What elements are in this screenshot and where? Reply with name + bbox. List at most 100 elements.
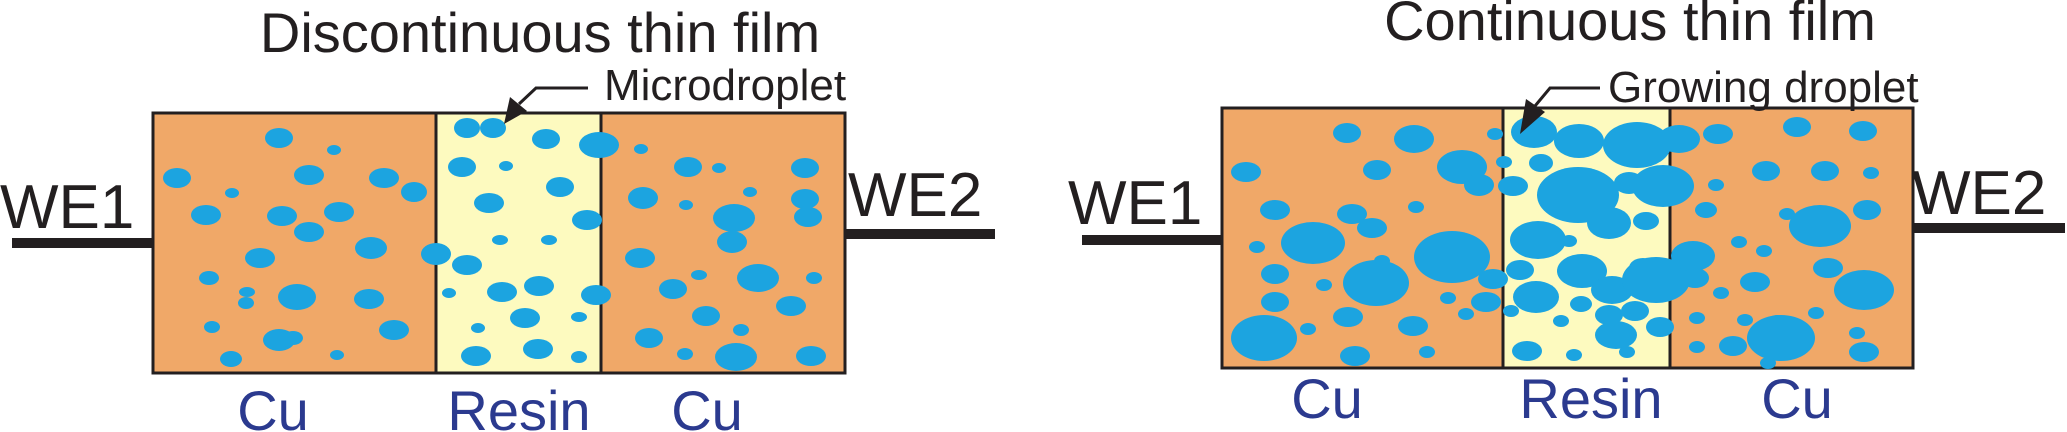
left-annotation-label: Microdroplet [604,61,846,110]
droplet [294,165,324,185]
droplet [674,157,702,177]
droplet [191,205,221,225]
droplet [1632,165,1694,207]
droplet [454,118,480,138]
droplet [733,324,749,336]
droplet [1740,272,1770,292]
droplet [1570,296,1592,312]
droplet [1498,176,1528,196]
droplet [579,132,619,158]
droplet [1300,323,1316,335]
droplet [1231,315,1297,361]
left-panel-title: Discontinuous thin film [260,1,820,64]
droplet [1316,279,1332,291]
droplet [1333,307,1363,327]
droplet [1260,200,1290,220]
droplet [379,320,409,340]
droplet [1811,161,1839,181]
droplet [1783,117,1811,137]
droplet [1703,124,1733,144]
right-panel: Continuous thin film WE1 WE2 Growing dro… [1068,0,2065,430]
droplet [572,210,602,230]
droplet [1713,287,1729,299]
right-we2-label: WE2 [1912,159,2046,228]
droplet [1756,245,1772,257]
droplet [743,187,757,197]
droplet [267,206,297,226]
droplet [634,144,648,154]
left-cu-left-label: Cu [237,379,309,432]
droplet [1553,315,1569,327]
right-droplets [1231,116,1894,369]
droplet [1343,260,1409,306]
droplet [796,346,826,366]
droplet [421,243,451,265]
droplet [1621,301,1649,321]
droplet [1779,208,1795,220]
droplet [1658,125,1700,153]
left-resin-block [434,111,603,375]
droplet [1561,235,1577,247]
droplet [1464,174,1494,196]
droplet [1853,200,1881,220]
left-droplets [163,118,826,371]
droplet [1337,204,1367,224]
droplet [1261,292,1289,312]
droplet [806,272,822,284]
droplet [1708,179,1724,191]
droplet [1737,314,1753,326]
left-annotation-arrowhead [504,97,527,124]
droplet [1249,241,1265,253]
right-annotation-label: Growing droplet [1608,63,1919,112]
droplet [354,289,384,309]
droplet [571,351,587,363]
droplet [791,158,819,178]
droplet [1471,292,1501,312]
droplet [1408,201,1424,213]
droplet [1719,336,1747,356]
droplet [204,321,220,333]
droplet [692,306,720,326]
droplet [625,248,655,268]
droplet [238,297,254,309]
droplet [1595,321,1637,349]
droplet [1557,254,1607,288]
droplet [1487,128,1503,140]
droplet [715,343,757,371]
droplet [1808,307,1824,319]
droplet [1681,268,1709,288]
droplet [1834,270,1894,310]
droplet [1333,123,1361,143]
droplet [1496,156,1512,168]
droplet [263,329,295,351]
droplet [1261,264,1289,284]
right-we1-label: WE1 [1068,169,1202,238]
left-resin-label: Resin [447,379,590,432]
droplet [369,168,399,188]
droplet [1633,212,1659,230]
left-we2-label: WE2 [848,161,982,230]
droplet [499,161,513,171]
droplet [1760,357,1776,369]
droplet [1587,207,1631,239]
droplet [1398,316,1428,336]
droplet [1671,241,1715,271]
droplet [1595,305,1623,325]
droplet [1813,258,1843,278]
droplet [546,177,574,197]
droplet [717,231,747,253]
droplet [1363,160,1391,180]
droplet [355,237,387,259]
droplet [1512,341,1542,361]
right-cu-left-label: Cu [1291,367,1363,430]
right-panel-title: Continuous thin film [1384,0,1876,52]
droplet [1503,305,1519,317]
droplet [1747,315,1815,361]
droplet [524,276,554,296]
droplet [1849,121,1877,141]
droplet [1566,349,1582,361]
droplet [510,308,540,328]
droplet [776,296,806,316]
droplet [1510,221,1566,259]
